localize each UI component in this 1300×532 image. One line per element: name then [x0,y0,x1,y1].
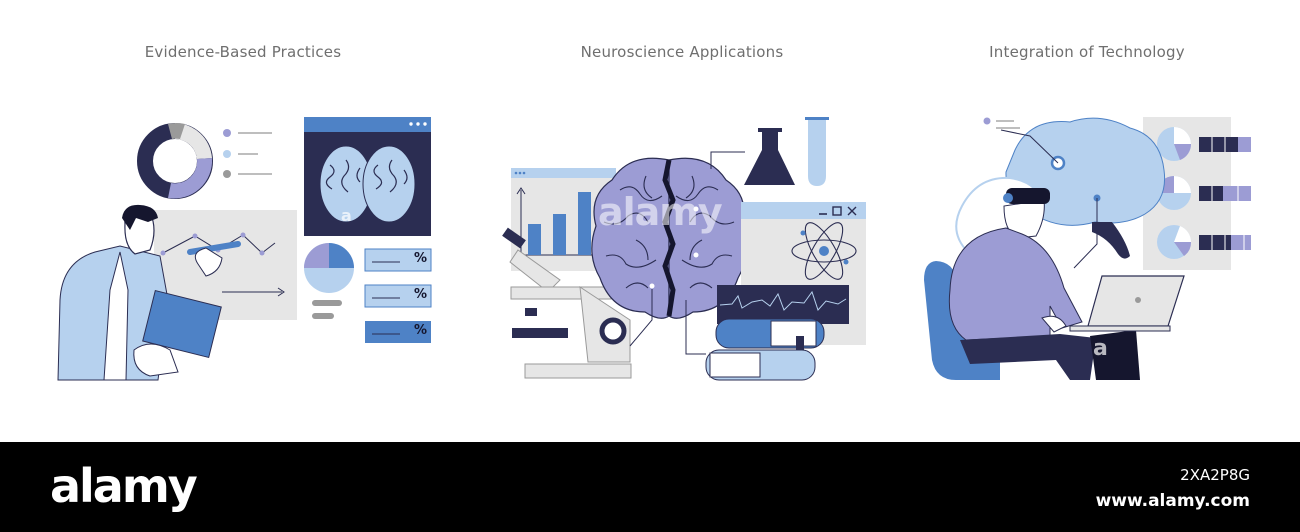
panel-title-neuroscience-applications: Neuroscience Applications [580,43,784,61]
donut-chart-icon [137,123,213,199]
panel-evidence-illustration [57,117,432,381]
footer-banner: alamy 2XA2P8G www.alamy.com [0,442,1300,532]
pie-chart-icon [304,243,354,319]
brand-logo: alamy [50,459,198,513]
brain-scan-window [304,117,431,236]
watermark-mark-2: a [1093,336,1108,361]
person-with-vr-headset [948,176,1140,380]
test-tube-icon [805,117,829,186]
microscope-icon [502,227,632,379]
percent-bars [364,248,432,343]
panel-title-integration-of-technology: Integration of Technology [989,43,1185,61]
person-with-clipboard [57,204,241,381]
brain-icon [319,145,416,223]
panel-title-evidence-based-practices: Evidence-Based Practices [144,43,342,61]
brain-icon [591,151,747,355]
atom-icon [791,222,857,280]
percent-label-2: % [414,287,428,302]
site-url[interactable]: www.alamy.com [1095,491,1250,511]
image-id: 2XA2P8G [1180,466,1250,484]
flask-icon [744,128,795,185]
watermark-mark-1: a [341,206,352,225]
laptop-icon [1069,275,1185,332]
watermark-text: alamy [598,190,723,234]
books-icon [705,318,825,381]
percent-label-1: % [414,251,428,266]
panel-neuroscience-illustration [502,117,866,381]
panel-technology-illustration [924,117,1251,380]
percent-label-3: % [414,323,428,338]
donut-legend [223,129,272,178]
